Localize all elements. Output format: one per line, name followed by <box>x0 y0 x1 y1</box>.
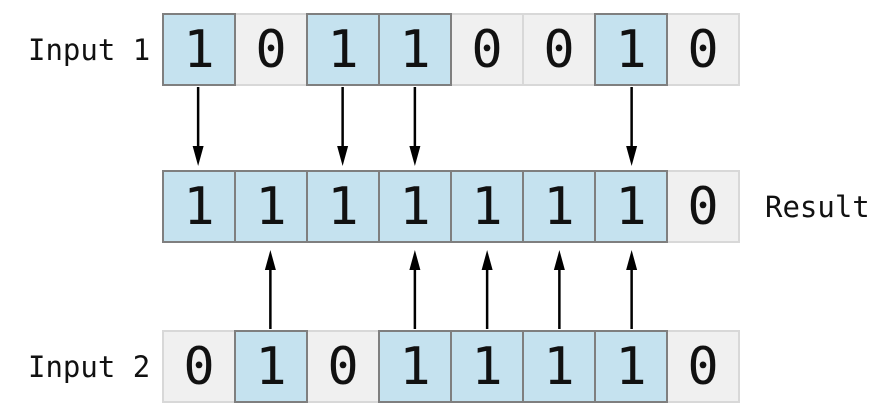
up-arrow-icon <box>553 250 565 329</box>
bit-cell-result: 1 <box>378 170 452 243</box>
bit-cell-input2: 0 <box>666 330 740 403</box>
bit-cell-result: 1 <box>234 170 308 243</box>
down-arrow-icon <box>337 87 349 166</box>
bit-cell-input2: 1 <box>378 330 452 403</box>
down-arrow-icon <box>409 87 421 166</box>
bit-cell-input2: 1 <box>234 330 308 403</box>
bit-cell-input2: 1 <box>522 330 596 403</box>
bit-cell-result: 1 <box>306 170 380 243</box>
up-arrow-icon <box>481 250 493 329</box>
input2-label: Input 2 <box>28 349 151 384</box>
bit-cell-result: 1 <box>522 170 596 243</box>
bit-cell-input1: 0 <box>522 13 596 86</box>
bit-cell-result: 1 <box>450 170 524 243</box>
up-arrow-icon <box>626 250 638 329</box>
bit-cell-input2: 0 <box>306 330 380 403</box>
bit-cell-input1: 1 <box>306 13 380 86</box>
bit-cell-input1: 1 <box>378 13 452 86</box>
bit-cell-input1: 0 <box>234 13 308 86</box>
bit-cell-input2: 1 <box>450 330 524 403</box>
bit-cell-result: 1 <box>594 170 668 243</box>
bit-cell-input1: 0 <box>450 13 524 86</box>
down-arrow-icon <box>192 87 204 166</box>
bit-cell-input1: 0 <box>666 13 740 86</box>
bit-cell-input1: 1 <box>162 13 236 86</box>
down-arrow-icon <box>626 87 638 166</box>
bit-cell-input2: 1 <box>594 330 668 403</box>
input1-label: Input 1 <box>28 32 151 67</box>
bit-cell-result: 1 <box>162 170 236 243</box>
up-arrow-icon <box>264 250 276 329</box>
up-arrow-icon <box>409 250 421 329</box>
bit-cell-input2: 0 <box>162 330 236 403</box>
bit-cell-input1: 1 <box>594 13 668 86</box>
result-label: Result <box>765 189 870 224</box>
bit-cell-result: 0 <box>666 170 740 243</box>
